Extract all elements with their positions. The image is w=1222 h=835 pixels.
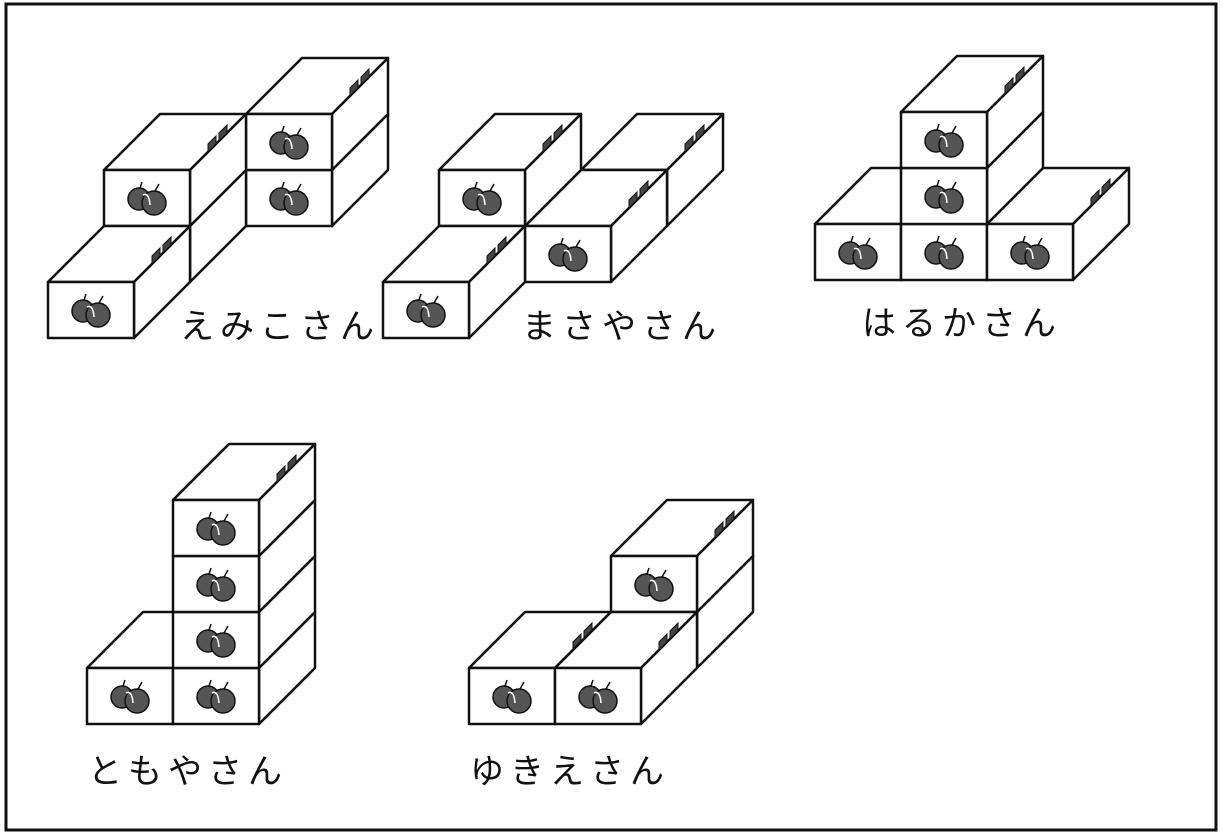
label-masaya: まさやさん: [522, 307, 722, 347]
label-tomoya: ともやさん: [88, 752, 288, 792]
label-emiko: えみこさん: [180, 307, 380, 347]
label-haruka: はるかさん: [862, 304, 1062, 344]
label-yukie: ゆきえさん: [470, 752, 670, 792]
